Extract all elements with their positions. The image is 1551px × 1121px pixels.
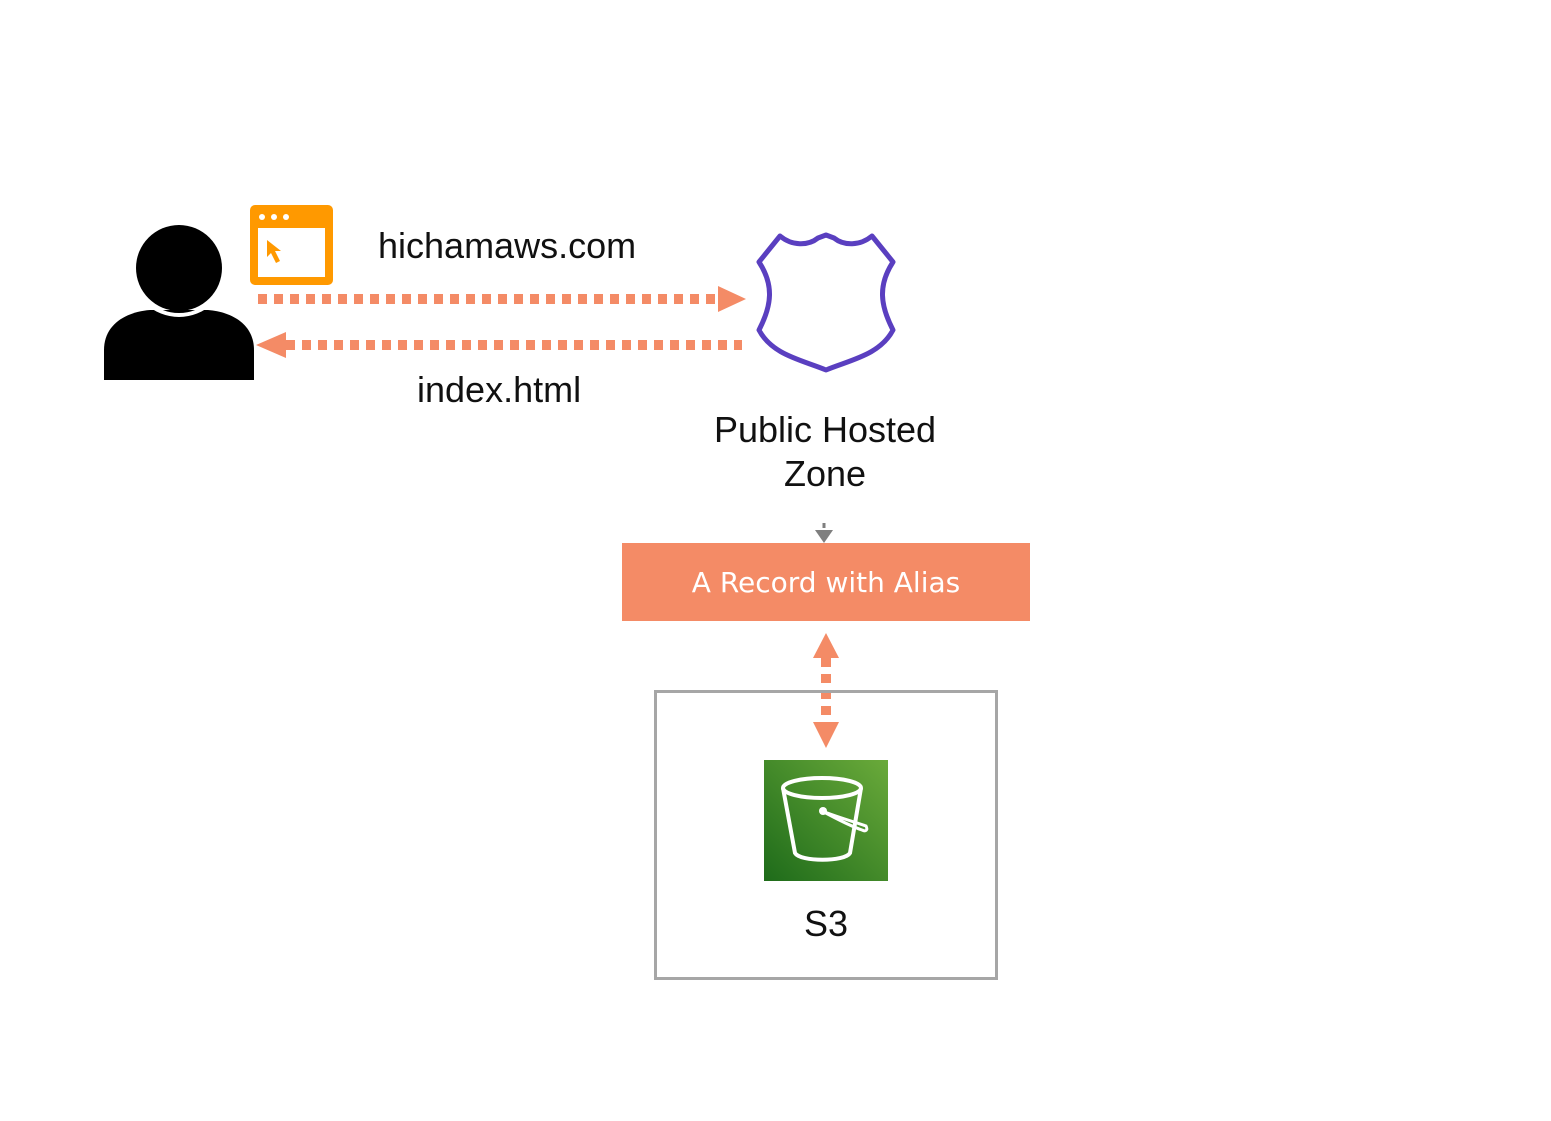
request-arrow [258,286,746,312]
s3-container-frame [654,690,998,980]
zone-to-record-connector [815,523,833,543]
s3-label: S3 [803,903,849,944]
hosted-zone-label-line1: Public Hosted [713,409,937,450]
a-record-box: A Record with Alias [622,543,1030,621]
s3-bucket-icon [764,760,888,881]
hosted-zone-label: Public Hosted Zone [690,408,960,496]
a-record-label: A Record with Alias [691,565,961,599]
response-file-label: index.html [417,369,582,410]
response-arrow [256,332,742,358]
route53-shield-icon [756,232,896,373]
user-icon [104,219,254,380]
browser-window-icon [250,205,333,285]
request-domain-label: hichamaws.com [378,225,637,266]
hosted-zone-label-line2: Zone [783,453,867,494]
